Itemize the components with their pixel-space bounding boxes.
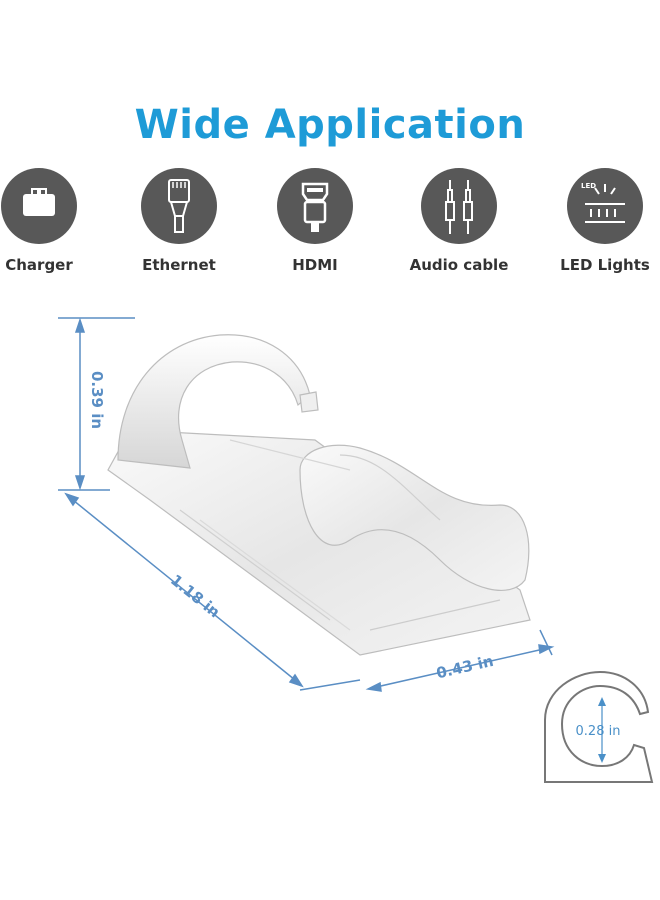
led-icon-text: LED <box>581 182 596 190</box>
application-item-charger: Charger <box>0 168 94 274</box>
application-label: Audio cable <box>409 256 509 274</box>
usb-plug-icon <box>1 168 77 244</box>
length-dimension <box>64 492 361 691</box>
height-dimension <box>58 317 135 491</box>
application-item-ethernet: Ethernet <box>124 168 234 274</box>
application-label: HDMI <box>292 256 338 274</box>
application-label: Charger <box>5 256 73 274</box>
cable-clip-diagram: 0.39 in 1.18 in 0.43 in 0.28 in <box>58 317 654 783</box>
application-item-audio-cable: Audio cable <box>404 168 514 274</box>
clip-side-profile <box>544 670 654 783</box>
application-icons: Charger Ethernet HDMI <box>0 168 660 278</box>
ethernet-plug-icon <box>141 168 217 244</box>
length-dimension-label: 1.18 in <box>167 571 223 622</box>
height-dimension-label: 0.39 in <box>88 371 106 429</box>
opening-dimension-label: 0.28 in <box>576 724 621 739</box>
page-title: Wide Application <box>134 102 526 148</box>
width-dimension <box>365 629 555 692</box>
led-lights-icon: LED <box>567 168 643 244</box>
cable-clip-product <box>107 334 531 656</box>
application-label: Ethernet <box>142 256 216 274</box>
hdmi-plug-icon <box>277 168 353 244</box>
application-label: LED Lights <box>560 256 650 274</box>
audio-jack-icon <box>421 168 497 244</box>
width-dimension-label: 0.43 in <box>435 652 496 683</box>
application-item-hdmi: HDMI <box>260 168 370 274</box>
application-item-led-lights: LED LED Lights <box>550 168 660 274</box>
